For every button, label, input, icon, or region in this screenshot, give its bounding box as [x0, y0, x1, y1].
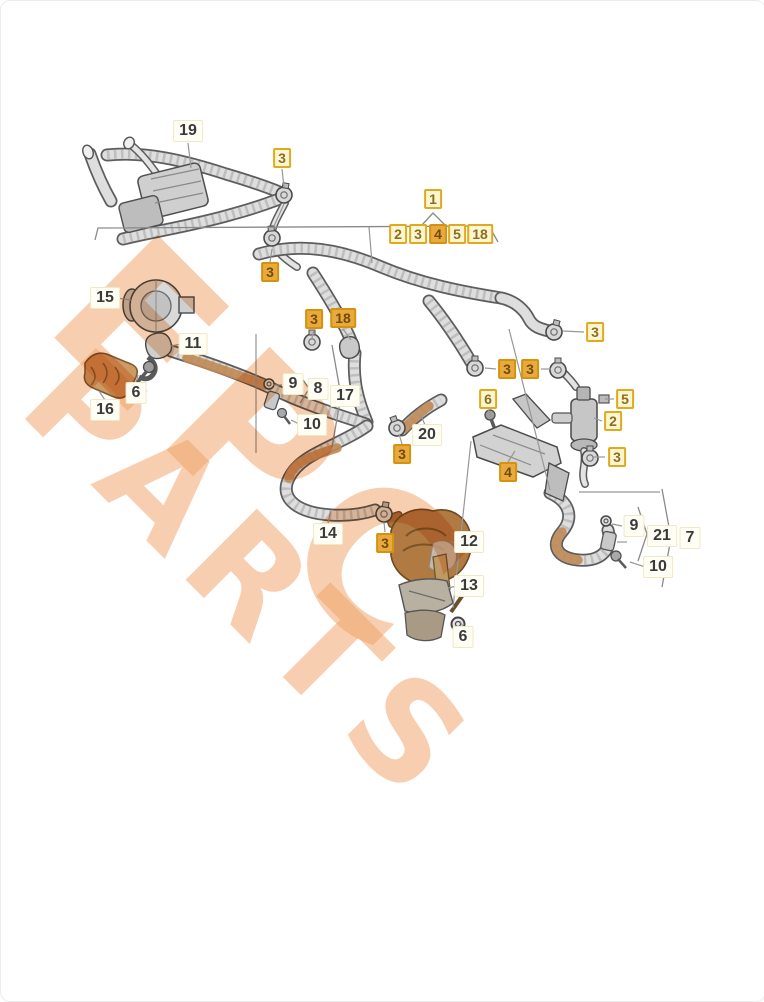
- part-callout-1-2[interactable]: 1: [424, 189, 442, 209]
- part-callout-3-1[interactable]: 3: [273, 148, 291, 168]
- part-18-connector: [338, 335, 361, 360]
- part-label-7-34: 7: [679, 527, 701, 549]
- part-label-13-36: 13: [454, 575, 484, 597]
- part-callout-3-4[interactable]: 3: [409, 224, 427, 244]
- part-label-10-35: 10: [643, 556, 673, 578]
- main-hose-network: [259, 248, 576, 422]
- right-small-parts: [600, 515, 627, 569]
- part-callout-3-26[interactable]: 3: [393, 444, 411, 464]
- left-small-parts: [263, 378, 291, 425]
- part-callout-4-28[interactable]: 4: [499, 462, 517, 482]
- part-20-hose: [402, 400, 441, 430]
- leader-line: [368, 226, 373, 264]
- leader-line: [269, 248, 273, 263]
- leader-line: [629, 561, 646, 568]
- part-label-12-31: 12: [454, 531, 484, 553]
- part-callout-6-21[interactable]: 6: [479, 389, 497, 409]
- part-13-bracket: [398, 553, 454, 642]
- part-callout-3-8[interactable]: 3: [261, 262, 279, 282]
- leader-line: [327, 509, 332, 524]
- part-14-hose: [171, 351, 375, 515]
- leader-line: [487, 409, 492, 418]
- leader-line: [562, 330, 585, 333]
- leader-line: [98, 390, 106, 401]
- part-2-valve: [551, 386, 610, 488]
- part-label-8-17: 8: [307, 378, 329, 400]
- part-label-10-24: 10: [297, 414, 327, 436]
- leader-line: [281, 168, 285, 188]
- leader-line: [611, 523, 623, 527]
- leader-line: [508, 328, 551, 491]
- leader-line: [593, 417, 603, 422]
- part-callout-3-30[interactable]: 3: [376, 533, 394, 553]
- part-label-11-13: 11: [178, 333, 208, 355]
- part-callout-2-23[interactable]: 2: [604, 411, 622, 431]
- part-19-assembly: [82, 136, 286, 239]
- part-label-14-29: 14: [313, 523, 343, 545]
- leader-line: [187, 142, 192, 169]
- part-label-9-32: 9: [623, 515, 645, 537]
- part-6-bolt-left: [135, 360, 156, 385]
- part-callout-18-11[interactable]: 18: [330, 308, 356, 328]
- part-callout-18-7[interactable]: 18: [467, 224, 493, 244]
- leader-line: [135, 374, 139, 384]
- leader-line: [311, 329, 315, 339]
- part-label-20-25: 20: [412, 424, 442, 446]
- part-label-9-16: 9: [282, 373, 304, 395]
- part-callout-3-15[interactable]: 3: [521, 359, 539, 379]
- bracket-line: [421, 212, 446, 226]
- leader-line: [273, 203, 285, 227]
- part-callout-3-12[interactable]: 3: [586, 322, 604, 342]
- leader-line: [383, 521, 386, 533]
- part-label-17-18: 17: [330, 385, 360, 407]
- part-label-21-33: 21: [647, 525, 677, 547]
- part-callout-5-22[interactable]: 5: [616, 389, 634, 409]
- part-callout-4-5[interactable]: 4: [429, 224, 447, 244]
- bracket-line: [94, 225, 499, 243]
- part-label-6-19: 6: [125, 382, 147, 404]
- part-callout-5-6[interactable]: 5: [448, 224, 466, 244]
- leader-line: [484, 367, 497, 370]
- part-label-19-0: 19: [173, 120, 203, 142]
- part-label-15-9: 15: [90, 287, 120, 309]
- part-4-bracket: [472, 393, 570, 502]
- part-label-16-20: 16: [90, 399, 120, 421]
- part-callout-2-3[interactable]: 2: [389, 224, 407, 244]
- part-label-6-37: 6: [452, 626, 474, 648]
- part-callout-3-14[interactable]: 3: [498, 359, 516, 379]
- leader-line: [419, 412, 426, 426]
- part-11-hose-piece: [137, 332, 173, 382]
- part-7-hose: [550, 493, 609, 560]
- part-callout-3-10[interactable]: 3: [305, 309, 323, 329]
- part-callout-3-27[interactable]: 3: [608, 447, 626, 467]
- leader-line: [398, 433, 403, 445]
- leader-line: [507, 450, 516, 463]
- leader-line: [342, 328, 352, 341]
- part-15-pump: [122, 279, 195, 333]
